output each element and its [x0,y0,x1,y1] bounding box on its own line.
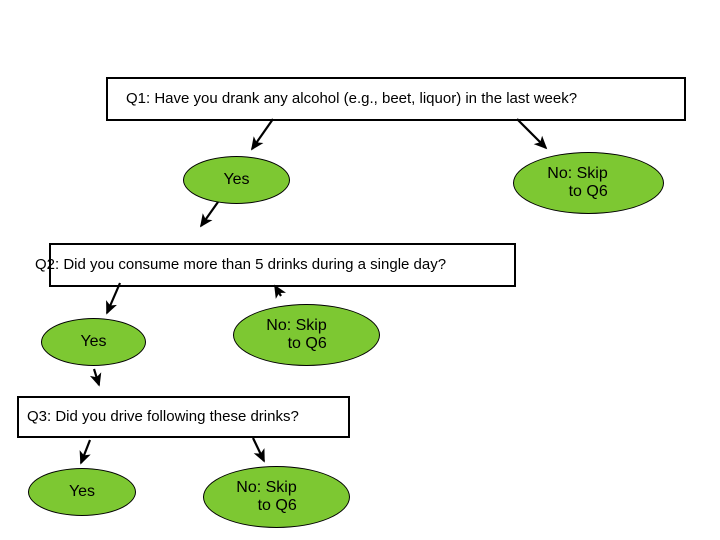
answer-node-q3-no[interactable]: No: Skip to Q6 [203,466,350,528]
question-box-q1-label: Q1: Have you drank any alcohol (e.g., be… [126,89,578,107]
answer-node-q3-no-label: No: Skip to Q6 [236,478,297,514]
arrow-yes-to-q3 [89,368,102,387]
answer-node-q3-yes-label: Yes [68,482,96,500]
answer-node-q1-no-label: No: Skip to Q6 [547,164,608,200]
answer-node-q1-yes[interactable]: Yes [183,156,290,204]
answer-node-q3-yes[interactable]: Yes [28,468,136,516]
question-box-q3[interactable]: Q3: Did you drive following these drinks… [17,396,350,438]
question-box-q3-label: Q3: Did you drive following these drinks… [27,407,299,425]
answer-node-q1-yes-label: Yes [223,170,250,188]
arrow-q2-to-no [274,284,286,299]
arrow-q3-to-yes [79,439,92,465]
question-box-q1[interactable]: Q1: Have you drank any alcohol (e.g., be… [106,77,686,121]
answer-node-q1-no[interactable]: No: Skip to Q6 [513,152,664,214]
arrow-q2-to-yes [105,282,122,315]
answer-node-q2-no[interactable]: No: Skip to Q6 [233,304,380,366]
question-box-q2-label: Q2: Did you consume more than 5 drinks d… [35,255,447,273]
arrow-q1-to-no [516,118,548,150]
answer-node-q2-no-label: No: Skip to Q6 [266,316,327,352]
arrow-q3-to-no [252,437,265,463]
arrow-q1-to-yes [250,118,274,151]
question-box-q2[interactable]: Q2: Did you consume more than 5 drinks d… [35,243,516,287]
answer-node-q2-yes[interactable]: Yes [41,318,146,366]
answer-node-q2-yes-label: Yes [80,332,107,350]
arrow-yes-to-q2 [199,201,219,228]
